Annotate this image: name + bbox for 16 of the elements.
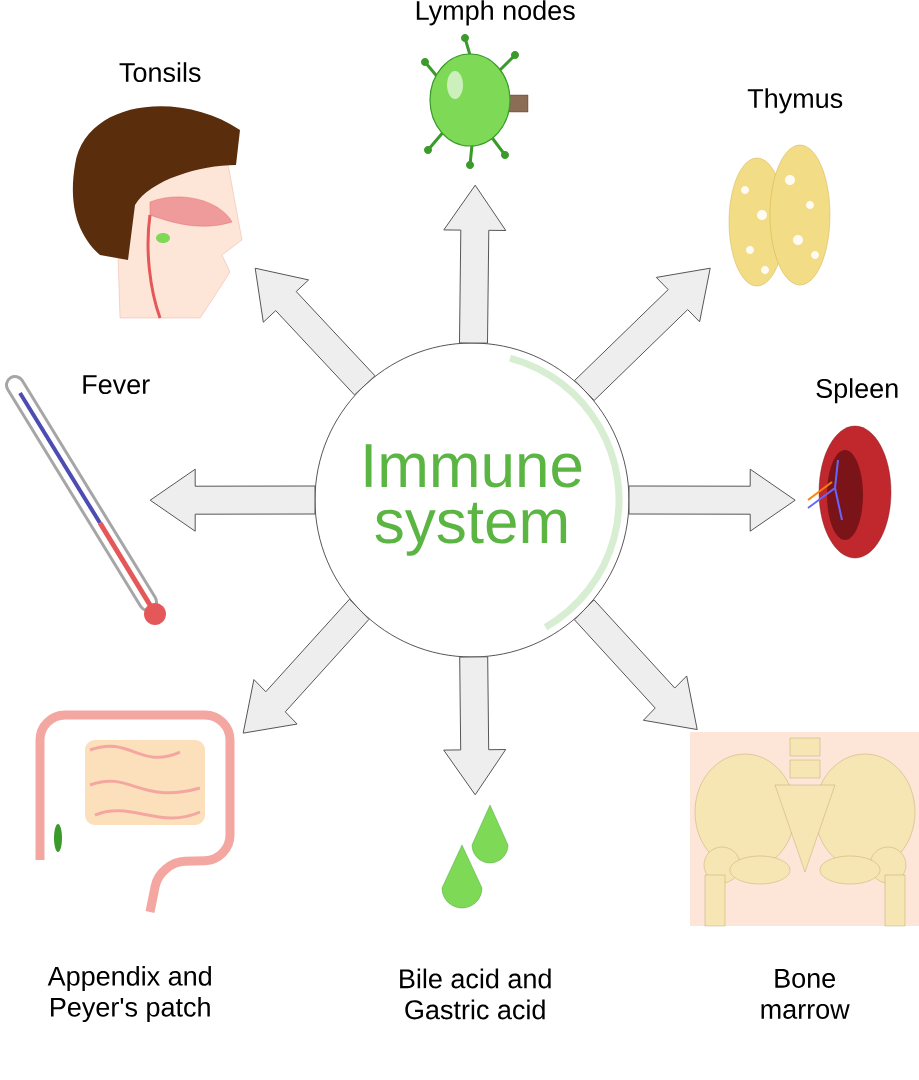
organ-label: Fever	[83, 375, 150, 395]
block-arrow	[443, 656, 507, 796]
organ-label: Lymph nodes	[416, 0, 575, 26]
organ-label: Bone marrow	[761, 969, 850, 1019]
block-arrow	[574, 599, 698, 731]
block-arrow	[443, 184, 507, 344]
organ-label: Bile acid and Gastric acid	[400, 968, 551, 1020]
block-arrow	[242, 598, 370, 734]
organ-label: Spleen	[816, 378, 898, 404]
block-arrow	[254, 267, 376, 396]
organ-label: Tonsils	[119, 62, 201, 83]
block-arrow	[149, 468, 316, 532]
block-arrow	[628, 468, 796, 532]
organ-label: Appendix and Peyer's patch	[47, 965, 211, 1023]
organ-label: Thymus	[747, 88, 843, 114]
block-arrow	[574, 267, 711, 401]
